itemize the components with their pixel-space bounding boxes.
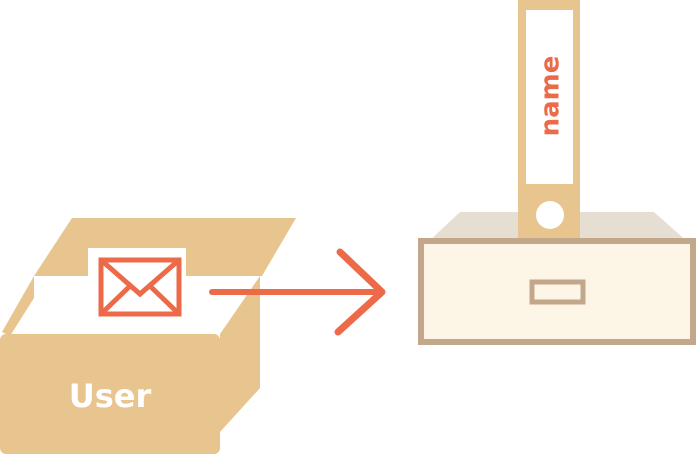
- box-side-panel: [220, 276, 260, 432]
- envelope-icon: [98, 257, 182, 317]
- box-left-flap: [2, 276, 34, 336]
- binder-folder-icon: name: [518, 0, 580, 244]
- binder-finger-hole: [536, 201, 564, 229]
- user-box: User: [0, 218, 296, 454]
- box-front: [0, 334, 220, 454]
- binder-label-card: [526, 10, 573, 184]
- drawer-handle: [529, 279, 586, 305]
- arrow-right-icon: [209, 248, 386, 336]
- box-label: User: [69, 377, 152, 415]
- drawer-front: [418, 238, 696, 345]
- binder-label: name: [536, 56, 566, 137]
